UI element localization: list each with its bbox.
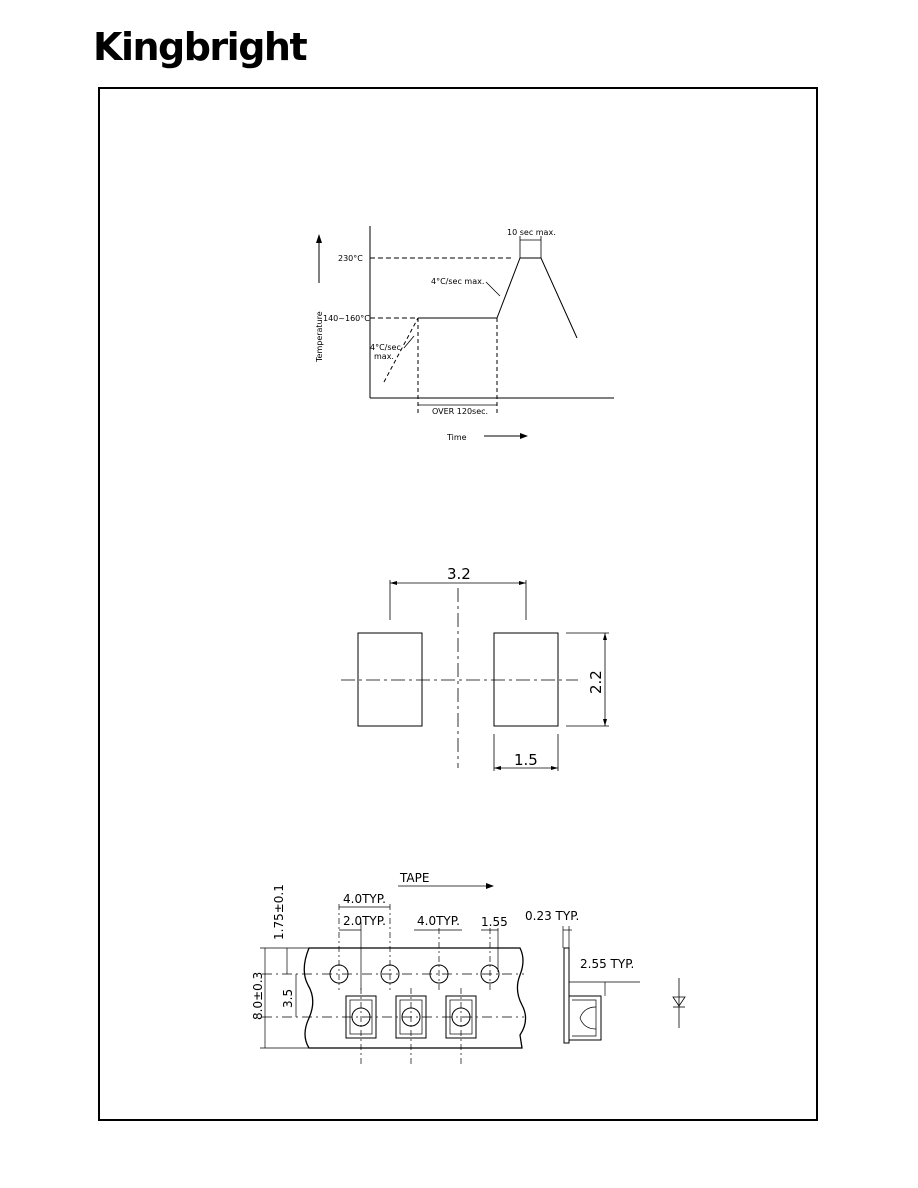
preheat-ramp-label-1: 4°C/sec bbox=[370, 343, 401, 352]
pad-pitch-label: 3.2 bbox=[447, 565, 471, 583]
soldering-profile bbox=[316, 226, 614, 439]
tape-width: 8.0±0.3 bbox=[251, 972, 265, 1020]
tape-pitch-2: 2.0TYP. bbox=[343, 914, 386, 928]
pad-width-label: 1.5 bbox=[514, 751, 538, 769]
tape-direction-label: TAPE bbox=[399, 871, 429, 885]
x-axis-label: Time bbox=[446, 433, 467, 442]
preheat-ramp-label-2: max. bbox=[374, 352, 394, 361]
ramp-up-label: 4°C/sec max. bbox=[431, 277, 484, 286]
tape-hole-dia: 1.55 bbox=[481, 915, 508, 929]
preheat-temp-label: 140~160°C bbox=[323, 314, 370, 323]
tape-pocket-depth: 2.55 TYP. bbox=[580, 957, 634, 971]
brand-logo: Kingbright bbox=[93, 25, 308, 69]
tape-thickness: 0.23 TYP. bbox=[525, 909, 579, 923]
pad-layout bbox=[341, 580, 609, 771]
pad-height-label: 2.2 bbox=[587, 670, 605, 694]
tape-edge-offset: 1.75±0.1 bbox=[272, 884, 286, 940]
tape-pitch-4-a: 4.0TYP. bbox=[343, 892, 386, 906]
peak-temp-label: 230°C bbox=[338, 254, 363, 263]
tape-row-offset: 3.5 bbox=[281, 989, 295, 1008]
tape-drawing bbox=[260, 883, 686, 1066]
preheat-time-label: OVER 120sec. bbox=[432, 407, 488, 416]
content-frame bbox=[98, 87, 818, 1121]
y-axis-label: Temperature bbox=[315, 311, 324, 363]
tape-pitch-4-b: 4.0TYP. bbox=[417, 914, 460, 928]
peak-hold-label: 10 sec max. bbox=[507, 228, 556, 237]
